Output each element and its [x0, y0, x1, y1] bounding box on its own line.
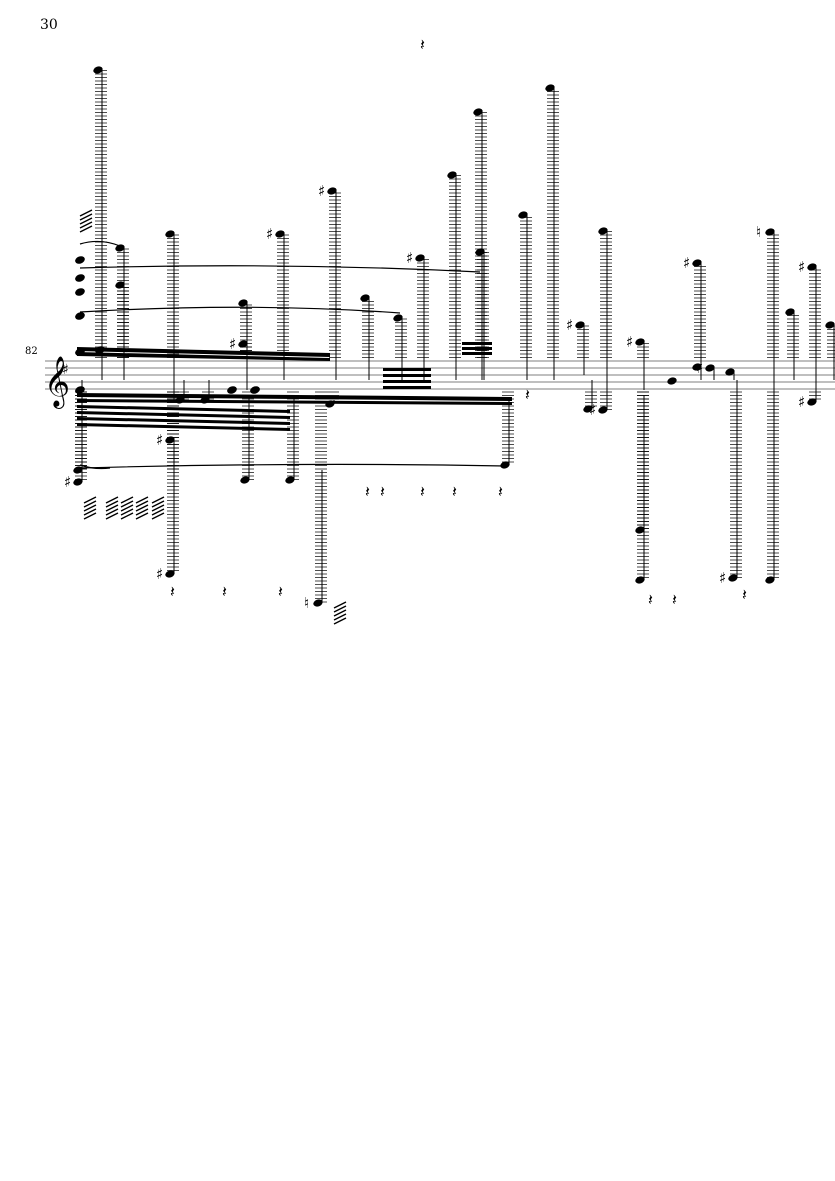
tremolo-mark — [105, 496, 119, 520]
rest-icon: 𝄽 — [380, 482, 385, 501]
note — [545, 84, 559, 380]
note — [240, 391, 254, 484]
note: ♯ — [64, 380, 87, 491]
svg-text:♯: ♯ — [229, 335, 236, 353]
note — [175, 380, 189, 404]
rest-icon: 𝄽 — [672, 590, 677, 609]
note — [725, 368, 735, 380]
note: ♯ — [696, 359, 715, 380]
tremolo-mark — [120, 496, 134, 520]
tremolo-marks — [79, 209, 347, 625]
page-number: 30 — [40, 17, 58, 33]
note-head — [250, 386, 260, 394]
rests: 𝄽 𝄽 𝄽 𝄽 𝄽 𝄽 𝄽 𝄽 𝄽 𝄽 𝄽 𝄽 𝄽 — [170, 35, 747, 609]
note — [692, 363, 702, 380]
note — [635, 391, 649, 534]
tremolo-mark — [79, 209, 93, 233]
svg-text:♯: ♯ — [64, 473, 71, 491]
svg-text:♯: ♯ — [318, 182, 325, 200]
svg-text:♯: ♯ — [719, 569, 726, 587]
note — [785, 308, 799, 380]
note: ♯ — [683, 254, 706, 380]
note — [393, 314, 407, 380]
tremolo-mark — [151, 496, 165, 520]
note-head — [75, 312, 85, 320]
key-signature-sharp: ♯ — [62, 362, 69, 378]
rest-icon: 𝄽 — [365, 482, 370, 501]
measure-number: 82 — [25, 346, 38, 357]
note: ♮ — [756, 223, 779, 380]
note: ♯ — [589, 380, 612, 419]
svg-text:♯: ♯ — [566, 316, 573, 334]
svg-text:♯: ♯ — [589, 401, 596, 419]
note: ♯ — [318, 182, 341, 380]
tremolo-mark — [83, 496, 97, 520]
staff — [45, 360, 835, 390]
note-head — [75, 288, 85, 296]
svg-text:♯: ♯ — [798, 393, 805, 411]
note: ♯ — [566, 316, 589, 375]
note — [93, 66, 107, 380]
rest-icon: 𝄽 — [222, 582, 227, 601]
note — [598, 227, 612, 380]
note — [825, 321, 835, 380]
rest-icon: 𝄽 — [498, 482, 503, 501]
note: ♯ — [626, 333, 649, 390]
note — [115, 244, 129, 380]
note: ♯ — [719, 380, 742, 587]
svg-text:♯: ♯ — [696, 359, 703, 377]
svg-text:♯: ♯ — [266, 225, 273, 243]
note — [667, 377, 677, 385]
tremolo-mark — [333, 601, 347, 625]
note: ♯ — [406, 249, 429, 380]
treble-clef-icon: 𝄞 — [44, 356, 70, 409]
note: ♯ — [798, 258, 821, 380]
note — [500, 391, 514, 469]
tremolo-mark — [135, 496, 149, 520]
rest-icon: 𝄽 — [525, 385, 530, 404]
note: ♯ — [229, 335, 252, 390]
rest-icon: 𝄽 — [420, 482, 425, 501]
note — [115, 281, 129, 380]
rest-icon: 𝄽 — [170, 582, 175, 601]
note: ♮ — [304, 391, 327, 612]
rest-icon: 𝄽 — [452, 482, 457, 501]
note — [200, 380, 214, 404]
note — [473, 108, 487, 380]
note-head — [95, 346, 105, 354]
note — [165, 230, 179, 400]
note — [765, 380, 779, 584]
svg-text:♯: ♯ — [798, 258, 805, 276]
rest-icon: 𝄽 — [648, 590, 653, 609]
rest-icon: 𝄽 — [742, 585, 747, 604]
note-head — [75, 274, 85, 282]
svg-text:♯: ♯ — [626, 333, 633, 351]
svg-text:♮: ♮ — [304, 594, 309, 612]
svg-text:♮: ♮ — [756, 223, 761, 241]
svg-text:♯: ♯ — [406, 249, 413, 267]
note — [475, 248, 489, 380]
note — [518, 211, 532, 380]
note — [285, 391, 299, 484]
note-head — [75, 256, 85, 264]
note-head — [75, 348, 85, 356]
note — [325, 391, 339, 408]
note — [635, 391, 649, 584]
note: ♯ — [798, 380, 821, 411]
note — [583, 380, 597, 413]
note-head — [75, 386, 85, 394]
svg-text:♯: ♯ — [156, 565, 163, 583]
note — [447, 171, 461, 380]
svg-text:♯: ♯ — [683, 254, 690, 272]
rest-icon: 𝄽 — [420, 35, 425, 54]
svg-text:♯: ♯ — [156, 431, 163, 449]
notes: ♯ ♯ ♯ ♯ ♯ ♮ ♯ ♯ ♯ ♯ ♯ ♯ ♯ ♮ ♯ ♯ ♯ — [64, 66, 835, 612]
note — [360, 294, 374, 380]
rest-icon: 𝄽 — [278, 582, 283, 601]
note: ♯ — [156, 391, 179, 470]
note-head — [227, 386, 237, 394]
note: ♯ — [266, 225, 289, 380]
